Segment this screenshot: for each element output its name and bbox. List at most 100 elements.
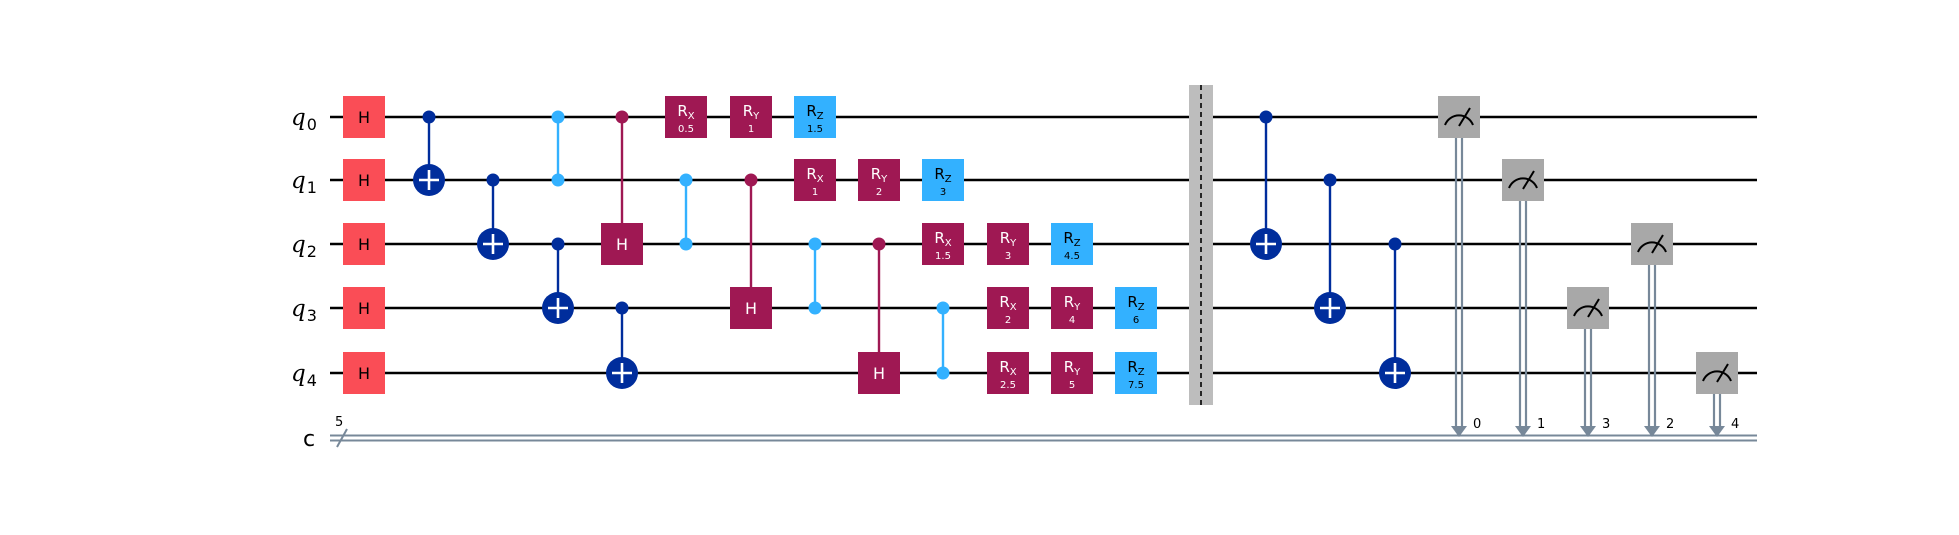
cx-control-dot [1323,173,1337,187]
rotation-parameter: 4.5 [1064,251,1080,262]
rz-gate-q1[interactable] [922,159,964,201]
measure-gate-q3[interactable] [1567,287,1609,329]
h-gate-q1[interactable] [343,159,385,201]
rotation-axis: X [945,238,952,249]
rotation-parameter: 5 [1069,380,1075,391]
ch-target-gate[interactable] [601,223,643,265]
rz-gate-label: RZ [1063,229,1080,249]
ry-gate-label: RY [871,165,888,185]
cz-control-dot [551,173,565,187]
qubit-label-index: 3 [307,306,317,325]
measure-arrowhead [1515,426,1531,437]
qubit-label-index: 2 [307,242,317,261]
ry-gate-q2[interactable] [987,223,1029,265]
ch-target-gate[interactable] [858,352,900,394]
h-gate-q3[interactable] [343,287,385,329]
rotation-parameter: 0.5 [678,124,694,135]
rz-gate-q2[interactable] [1051,223,1093,265]
rz-gate-q0[interactable] [794,96,836,138]
measure-arrowhead [1580,426,1596,437]
qubit-label-1: q1 [291,168,317,197]
rx-gate-q1[interactable] [794,159,836,201]
ch-gate-label: H [745,299,757,318]
rotation-parameter: 7.5 [1128,380,1144,391]
rotation-letter: R [1064,293,1074,311]
ch-gate-label: H [616,235,628,254]
rotation-axis: Z [1138,302,1145,313]
rotation-letter: R [871,165,881,183]
h-gate-q4[interactable] [343,352,385,394]
rotation-axis: Y [1009,238,1017,249]
rotation-parameter: 2.5 [1000,380,1016,391]
rz-gate-q3[interactable] [1115,287,1157,329]
rx-gate-q0[interactable] [665,96,707,138]
cx-target-8-xor-target-icon[interactable] [542,292,574,324]
ry-gate-q4[interactable] [1051,352,1093,394]
meter-arc [1444,114,1474,126]
rotation-letter: R [1063,229,1073,247]
ch-control-dot [744,173,758,187]
meter-icon [1573,298,1603,318]
cx-target-34-xor-target-icon[interactable] [1379,357,1411,389]
rz-gate-label: RZ [934,165,951,185]
cx-target-6-xor-target-icon[interactable] [477,228,509,260]
measure-gate-q4[interactable] [1696,352,1738,394]
cx-control-dot [1388,237,1402,251]
rotation-axis: Y [1073,302,1081,313]
cx-target-10-xor-target-icon[interactable] [606,357,638,389]
rotation-parameter: 1.5 [935,251,951,262]
cx-target-5-xor-target-icon[interactable] [413,164,445,196]
qubit-label-index: 1 [307,178,317,197]
measure-arrowhead [1451,426,1467,437]
cx-target-32-xor-target-icon[interactable] [1250,228,1282,260]
qubit-label-name: q [291,232,306,258]
meter-needle [1522,170,1535,190]
meter-icon [1702,363,1732,383]
rotation-letter: R [743,102,753,120]
cx-target-33-xor-target-icon[interactable] [1314,292,1346,324]
measure-clbit-label: 1 [1537,417,1545,432]
meter-needle [1587,298,1600,318]
ch-target-gate[interactable] [730,287,772,329]
qubit-label-name: q [291,105,306,131]
rotation-letter: R [677,102,687,120]
ry-gate-q0[interactable] [730,96,772,138]
h-gate-label: H [358,108,370,127]
meter-icon [1637,234,1667,254]
h-gate-q2[interactable] [343,223,385,265]
rx-gate-q4[interactable] [987,352,1029,394]
ry-gate-q3[interactable] [1051,287,1093,329]
rotation-letter: R [934,165,944,183]
rz-gate-label: RZ [806,102,823,122]
qubit-label-3: q3 [291,296,317,325]
rotation-letter: R [934,229,944,247]
measure-gate-q1[interactable] [1502,159,1544,201]
rx-gate-label: RX [934,229,951,249]
qubit-label-2: q2 [291,232,317,261]
rz-gate-q4[interactable] [1115,352,1157,394]
rotation-letter: R [999,293,1009,311]
measure-gate-q2[interactable] [1631,223,1673,265]
rx-gate-q2[interactable] [922,223,964,265]
cx-control-dot [615,301,629,315]
cz-control-dot [551,110,565,124]
rotation-parameter: 4 [1069,315,1075,326]
rotation-parameter: 1.5 [807,124,823,135]
rotation-letter: R [1127,293,1137,311]
ch-control-dot [615,110,629,124]
measure-arrowhead [1709,426,1725,437]
rotation-axis: X [1010,367,1017,378]
measure-gate-q0[interactable] [1438,96,1480,138]
cx-control-dot [422,110,436,124]
meter-arc [1573,305,1603,317]
h-gate-label: H [358,235,370,254]
ch-control-dot [872,237,886,251]
rotation-letter: R [806,165,816,183]
ry-gate-label: RY [743,102,760,122]
ch-gate-label: H [873,364,885,383]
rotation-letter: R [1127,358,1137,376]
h-gate-q0[interactable] [343,96,385,138]
ry-gate-q1[interactable] [858,159,900,201]
rx-gate-q3[interactable] [987,287,1029,329]
